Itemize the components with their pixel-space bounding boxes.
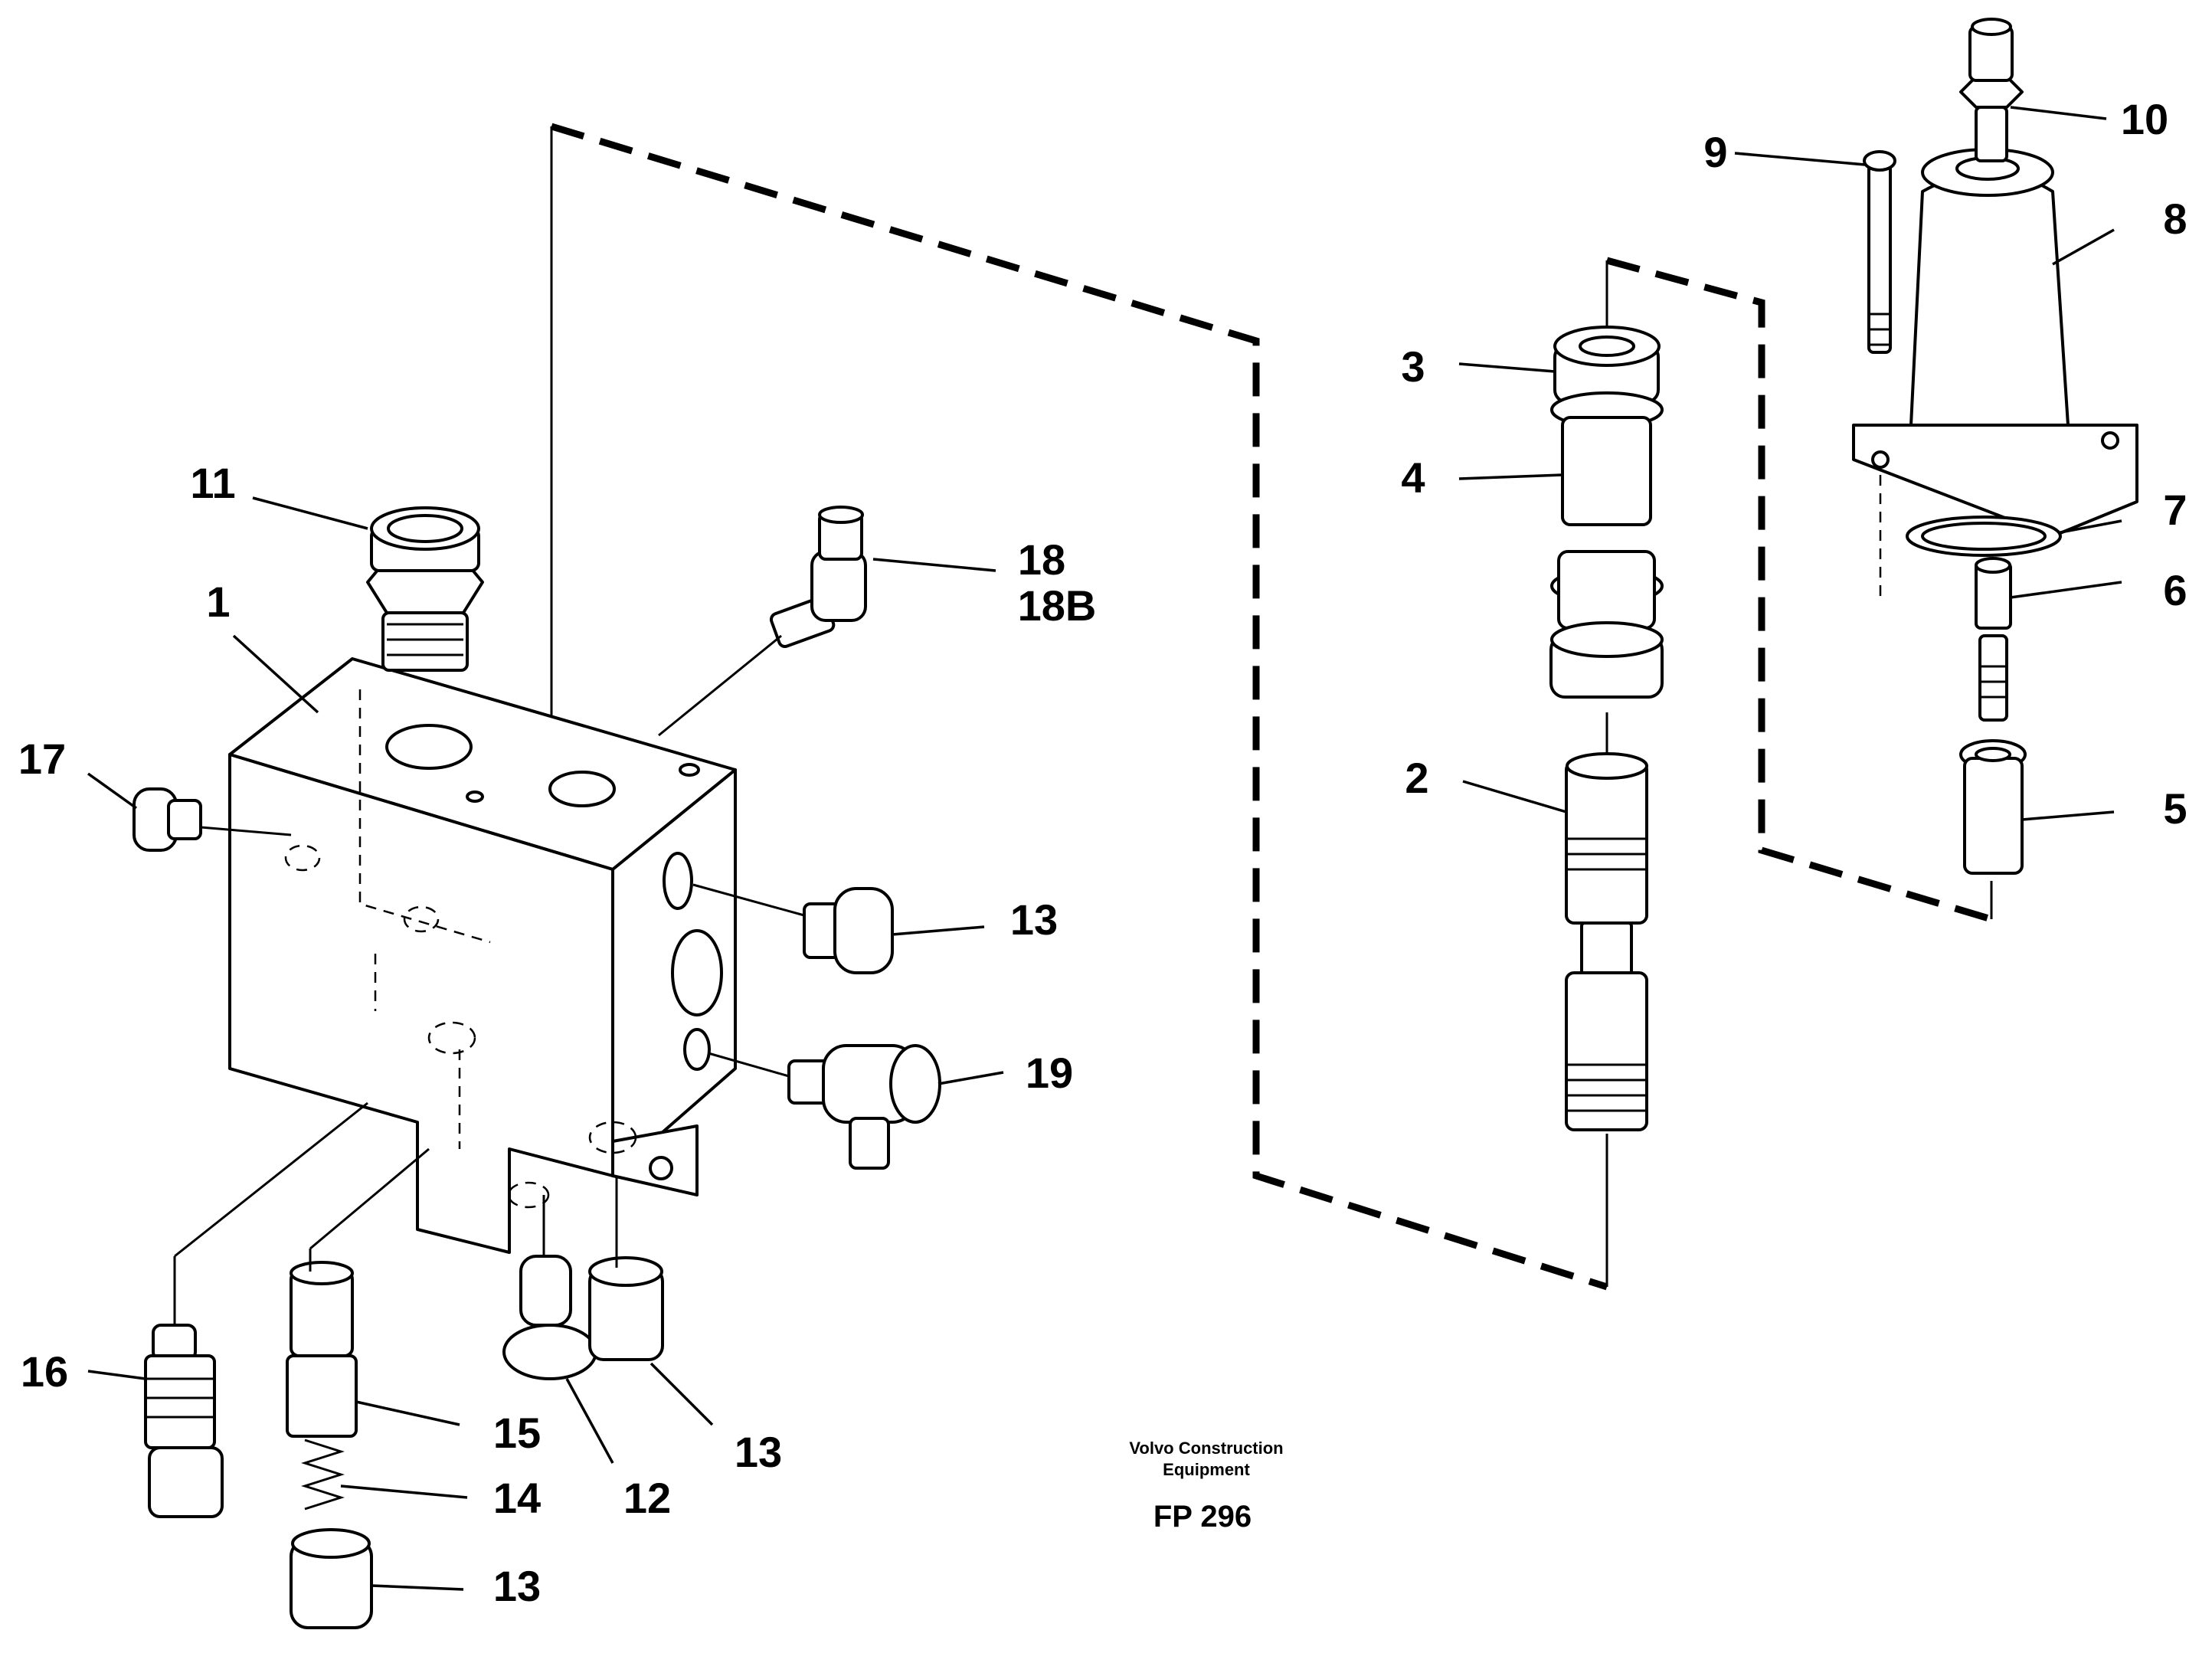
- footer: Volvo Construction Equipment FP 296: [1129, 1439, 1283, 1534]
- cover-8: [1852, 148, 2138, 538]
- leader-lines: [87, 106, 2122, 1591]
- ring-4: [1549, 391, 1664, 699]
- label-19: 19: [1026, 1049, 1073, 1097]
- sleeve-6: [1975, 557, 2012, 722]
- plug-13-bottom-left: [290, 1528, 373, 1629]
- angle-fitting-19: [708, 1044, 941, 1170]
- fitting-11: [366, 506, 484, 672]
- label-6: 6: [2163, 566, 2187, 614]
- plug-17: [133, 787, 292, 852]
- plug-13-bottom: [588, 1176, 664, 1361]
- label-18b: 18B: [1018, 581, 1097, 630]
- footer-code: FP 296: [1153, 1500, 1252, 1534]
- screw-9: [1863, 150, 1896, 597]
- label-16: 16: [21, 1347, 68, 1396]
- label-13-bottom-left: 13: [493, 1562, 541, 1610]
- piston-5: [1959, 739, 2027, 875]
- spool-2: [1565, 712, 1648, 1131]
- label-13-side: 13: [1010, 895, 1058, 944]
- oring-7: [1906, 516, 2062, 557]
- label-17: 17: [18, 735, 66, 783]
- label-14: 14: [493, 1474, 541, 1522]
- spring-14: [301, 1439, 345, 1511]
- label-3: 3: [1401, 342, 1425, 391]
- seat-3: [1553, 326, 1661, 404]
- plug-12: [502, 1195, 597, 1380]
- plug-13-side: [692, 883, 894, 974]
- label-13-bottom: 13: [735, 1428, 782, 1476]
- label-7: 7: [2163, 486, 2187, 534]
- label-15: 15: [493, 1409, 541, 1457]
- cartridge-16: [144, 1101, 368, 1518]
- footer-brand-2: Equipment: [1163, 1460, 1250, 1479]
- label-4: 4: [1401, 453, 1425, 502]
- label-11: 11: [190, 459, 235, 507]
- label-1: 1: [206, 578, 230, 626]
- spool-15: [286, 1147, 430, 1438]
- label-18: 18: [1018, 535, 1065, 584]
- nipple-10: [1959, 18, 2024, 162]
- label-12: 12: [623, 1474, 671, 1522]
- elbow-fitting-18: [658, 506, 867, 737]
- valve-block: [228, 657, 737, 1254]
- footer-brand: Volvo Construction: [1129, 1439, 1283, 1458]
- label-9: 9: [1703, 128, 1727, 176]
- assembly-outline-left: [550, 123, 1608, 1291]
- label-2: 2: [1405, 754, 1428, 802]
- label-8: 8: [2163, 195, 2187, 243]
- part-labels: 11 1 17 18 18B 13 19 16 15 14 13 12 13 3…: [18, 95, 2187, 1610]
- label-5: 5: [2163, 784, 2187, 833]
- label-10: 10: [2121, 95, 2168, 143]
